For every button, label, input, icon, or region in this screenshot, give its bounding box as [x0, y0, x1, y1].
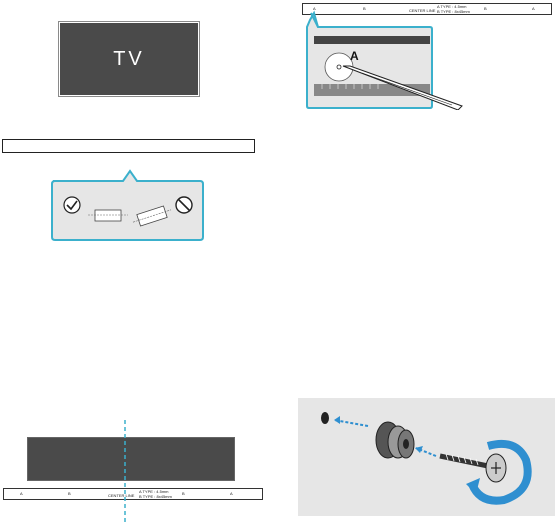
rotate-arrow-icon	[466, 439, 532, 505]
strip-letter: A	[532, 6, 535, 11]
template-strip-bottom: A B CENTER LINE A TYPE : 4.5mm B TYPE : …	[3, 488, 263, 500]
template-outline-bar	[2, 139, 255, 153]
tv-label: TV	[113, 47, 145, 70]
strip-type-b: B TYPE : 8x45mm	[437, 9, 470, 14]
level-template-tilted	[132, 205, 172, 227]
level-callout	[51, 169, 204, 241]
marking-callout: A	[306, 10, 463, 110]
screw-panel	[298, 398, 555, 516]
check-icon	[63, 196, 81, 214]
prohibited-icon	[175, 196, 193, 214]
strip-letter: B	[68, 491, 71, 496]
callout-label-a: A	[350, 49, 359, 63]
screw-icon	[439, 453, 507, 483]
template-strip-top: A B CENTER LINE A TYPE : 4.5mm B TYPE : …	[302, 3, 552, 15]
strip-center-mark: CENTER LINE	[409, 8, 436, 13]
strip-type-a: A TYPE : 4.5mm	[437, 4, 467, 9]
tv-bottom-illustration	[27, 437, 235, 481]
strip-letter: A	[313, 6, 316, 11]
tv-illustration: TV	[58, 21, 200, 97]
wall-hole-icon	[321, 412, 329, 424]
strip-letter: A	[20, 491, 23, 496]
strip-letter: B	[182, 491, 185, 496]
strip-type-b: B TYPE : 8x45mm	[139, 494, 172, 499]
wall-anchor-icon	[375, 421, 415, 459]
strip-center-mark: CENTER LINE	[108, 493, 135, 498]
strip-letter: B	[363, 6, 366, 11]
level-template-straight	[88, 209, 128, 222]
strip-type-a: A TYPE : 4.5mm	[139, 489, 169, 494]
center-line	[124, 420, 126, 523]
pen-icon	[342, 65, 463, 110]
strip-letter: A	[230, 491, 233, 496]
strip-letter: B	[484, 6, 487, 11]
